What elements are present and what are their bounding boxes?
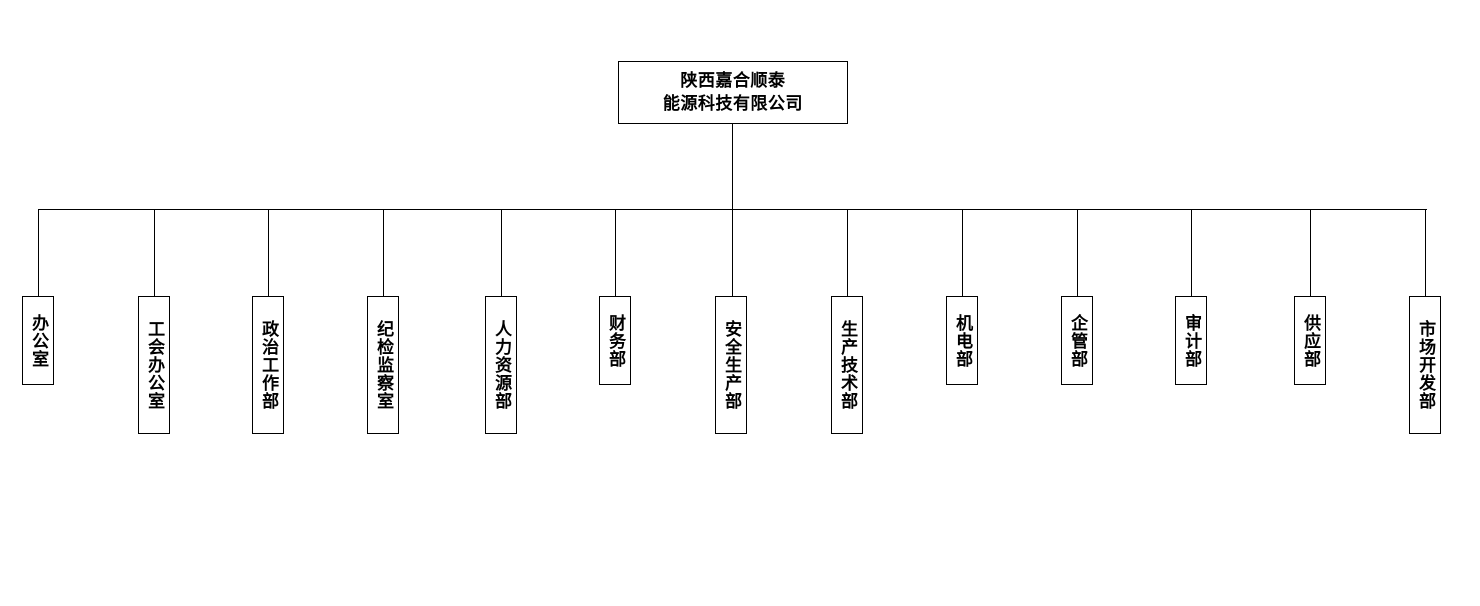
department-node-7[interactable]: 安全生产部: [715, 296, 747, 434]
connector-drop-13: [1425, 209, 1426, 296]
department-label-13: 市场开发部: [1415, 320, 1436, 410]
department-node-12[interactable]: 供应部: [1294, 296, 1326, 385]
department-node-6[interactable]: 财务部: [599, 296, 631, 385]
department-node-2[interactable]: 工会办公室: [138, 296, 170, 434]
department-label-5: 人力资源部: [491, 320, 512, 410]
connector-drop-2: [154, 209, 155, 296]
connector-drop-4: [383, 209, 384, 296]
connector-drop-12: [1310, 209, 1311, 296]
connector-drop-5: [501, 209, 502, 296]
connector-drop-8: [847, 209, 848, 296]
connector-drop-10: [1077, 209, 1078, 296]
department-node-8[interactable]: 生产技术部: [831, 296, 863, 434]
connector-drop-1: [38, 209, 39, 296]
department-label-7: 安全生产部: [721, 320, 742, 410]
connector-drop-11: [1191, 209, 1192, 296]
department-label-12: 供应部: [1300, 313, 1321, 368]
connector-drop-6: [615, 209, 616, 296]
connector-drop-9: [962, 209, 963, 296]
department-label-11: 审计部: [1181, 313, 1202, 368]
department-node-4[interactable]: 纪检监察室: [367, 296, 399, 434]
connector-root-stem: [732, 124, 733, 296]
department-label-8: 生产技术部: [837, 320, 858, 410]
department-node-9[interactable]: 机电部: [946, 296, 978, 385]
department-label-3: 政治工作部: [258, 320, 279, 410]
department-node-1[interactable]: 办公室: [22, 296, 54, 385]
department-node-11[interactable]: 审计部: [1175, 296, 1207, 385]
department-node-3[interactable]: 政治工作部: [252, 296, 284, 434]
department-label-1: 办公室: [28, 313, 49, 368]
department-label-10: 企管部: [1067, 313, 1088, 368]
root-node-line-2: 能源科技有限公司: [663, 93, 803, 114]
root-node-company[interactable]: 陕西嘉合顺泰 能源科技有限公司: [618, 61, 848, 124]
department-label-2: 工会办公室: [144, 320, 165, 410]
department-node-13[interactable]: 市场开发部: [1409, 296, 1441, 434]
department-label-4: 纪检监察室: [373, 320, 394, 410]
connector-drop-3: [268, 209, 269, 296]
department-node-10[interactable]: 企管部: [1061, 296, 1093, 385]
department-node-5[interactable]: 人力资源部: [485, 296, 517, 434]
connector-horizontal-bus: [38, 209, 1427, 210]
department-label-6: 财务部: [605, 313, 626, 368]
department-label-9: 机电部: [952, 313, 973, 368]
root-node-line-1: 陕西嘉合顺泰: [680, 71, 786, 92]
